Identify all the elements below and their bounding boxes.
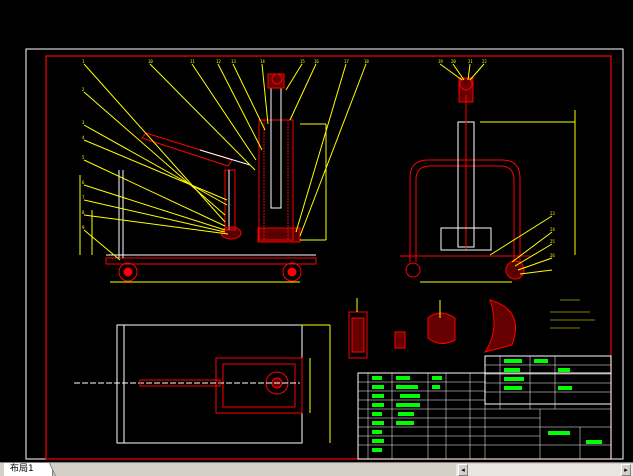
callout-15: 15 <box>300 59 305 64</box>
side-view <box>400 63 576 283</box>
callout-16: 16 <box>314 59 319 64</box>
callout-25: 25 <box>550 239 555 244</box>
detail-parts <box>348 298 516 359</box>
callout-9: 9 <box>82 225 85 230</box>
callout-19: 19 <box>438 59 443 64</box>
tab-layout1[interactable]: 布局1 <box>4 463 53 476</box>
callout-14: 14 <box>260 59 265 64</box>
callout-23: 23 <box>550 211 555 216</box>
front-view <box>79 63 367 283</box>
cad-drawing-canvas[interactable]: 1 2 3 4 5 6 7 8 9 10 11 12 13 14 15 16 1… <box>0 0 633 462</box>
callout-5: 5 <box>82 155 85 160</box>
scroll-right-icon[interactable]: ▸ <box>621 464 631 476</box>
callout-13: 13 <box>231 59 236 64</box>
callout-12: 12 <box>216 59 221 64</box>
callout-24: 24 <box>550 227 555 232</box>
callout-26: 26 <box>550 253 555 258</box>
callout-8: 8 <box>82 210 85 215</box>
parts-list-table <box>357 355 612 460</box>
callout-17: 17 <box>344 59 349 64</box>
callout-10: 10 <box>148 59 153 64</box>
top-view <box>74 324 331 444</box>
callout-6: 6 <box>82 180 85 185</box>
callout-3: 3 <box>82 120 85 125</box>
callout-11: 11 <box>190 59 195 64</box>
callout-4: 4 <box>82 135 85 140</box>
paper-sheet-border <box>25 48 624 460</box>
callout-1: 1 <box>82 59 85 64</box>
callout-22: 22 <box>482 59 487 64</box>
drawing-frame <box>45 55 612 460</box>
callout-21: 21 <box>468 59 473 64</box>
scroll-left-icon[interactable]: ◂ <box>458 464 468 476</box>
callout-2: 2 <box>82 87 85 92</box>
callout-labels: 1 2 3 4 5 6 7 8 9 10 11 12 13 14 15 16 1… <box>82 59 555 258</box>
horizontal-scrollbar[interactable]: ◂ ▸ <box>456 464 633 476</box>
callout-20: 20 <box>451 59 456 64</box>
layout-tab-bar: 布局1 ◂ ▸ <box>0 462 633 476</box>
technical-notes <box>550 299 595 329</box>
callout-18: 18 <box>364 59 369 64</box>
callout-7: 7 <box>82 195 85 200</box>
